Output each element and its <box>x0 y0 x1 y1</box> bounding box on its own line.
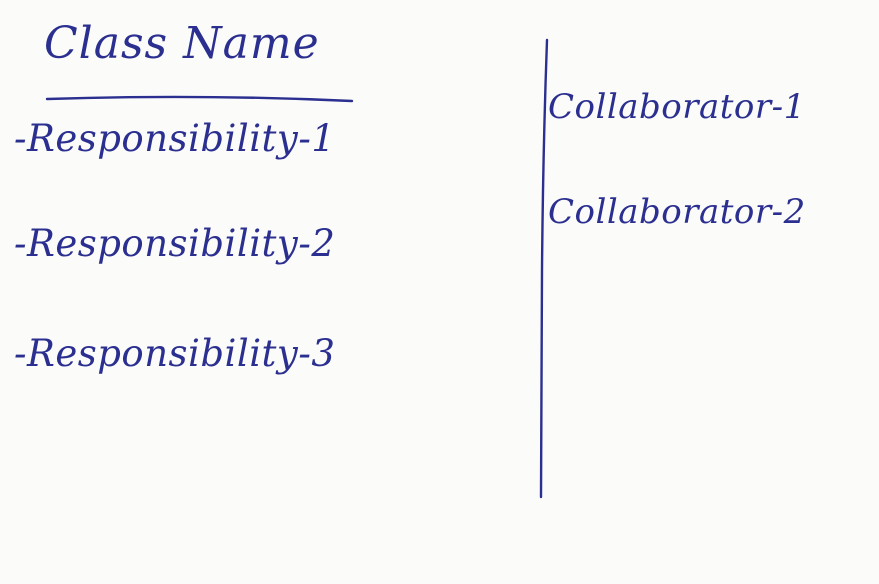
collaborator-item: Collaborator-2 <box>548 192 806 232</box>
responsibility-item: -Responsibility-1 <box>14 117 336 160</box>
collaborator-item: Collaborator-1 <box>548 87 806 127</box>
class-name-underline <box>45 95 354 103</box>
responsibility-item: -Responsibility-2 <box>14 222 336 265</box>
responsibility-item: -Responsibility-3 <box>14 332 336 375</box>
column-divider <box>539 38 549 499</box>
class-name: Class Name <box>44 18 320 69</box>
